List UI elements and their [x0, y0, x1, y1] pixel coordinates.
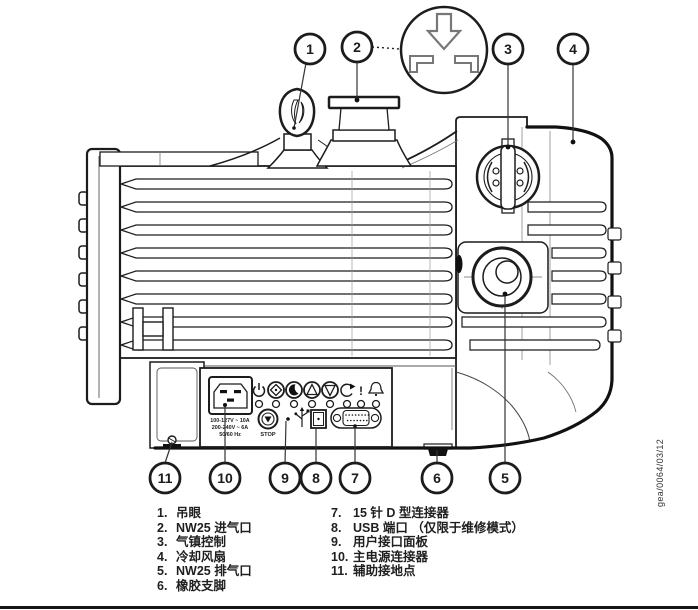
callout-7: 7	[338, 461, 372, 495]
mains-rating-line1: 100-127V ~ 10A	[210, 418, 250, 424]
legend-item-11: 11. 辅助接地点	[331, 564, 416, 579]
gas-ballast-control	[475, 138, 541, 214]
legend-item-3: 3. 气镇控制	[157, 535, 227, 550]
callout-3: 3	[491, 32, 525, 66]
mains-rating-line3: 50/60 Hz	[219, 432, 241, 438]
power-icon	[252, 383, 266, 397]
alarm-bell-icon	[367, 381, 385, 397]
svg-text:3: 3	[504, 41, 512, 57]
legend-item-2: 2. NW25 进气口	[157, 520, 252, 535]
callout-2: 2	[340, 30, 374, 64]
rubber-foot	[423, 443, 453, 456]
led-indicators	[254, 399, 381, 409]
callout-4: 4	[556, 32, 590, 66]
callout-1: 1	[293, 32, 327, 66]
callout-8: 8	[299, 461, 333, 495]
usb-symbol-icon	[294, 407, 310, 427]
mount-bracket	[132, 307, 174, 351]
down-button-icon	[321, 381, 339, 399]
panel-marker-dot	[286, 417, 290, 421]
cycle-icon	[340, 383, 356, 397]
legend-left-column: 1. 吊眼 2. NW25 进气口 3. 气镇控制 4. 冷却风扇 5. NW2…	[157, 506, 252, 594]
detail-inset	[371, 5, 489, 95]
legend-right-column: 7. 15 针 D 型连接器 8. USB 端口 （仅限于维修模式） 9. 用户…	[331, 506, 524, 579]
svg-text:1: 1	[306, 41, 314, 57]
pump-base	[149, 361, 614, 456]
legend-item-7: 7. 15 针 D 型连接器	[331, 506, 449, 520]
callout-11: 11	[148, 461, 182, 495]
legend-item-9: 9. 用户接口面板	[331, 535, 429, 550]
legend-item-6: 6. 橡胶支脚	[157, 578, 227, 593]
page-bottom-rule	[0, 606, 698, 609]
mains-connector: 100-127V ~ 10A 200-240V ~ 6A 50/60 Hz	[208, 376, 253, 438]
connector-panel: 100-127V ~ 10A 200-240V ~ 6A 50/60 Hz	[199, 367, 453, 448]
left-position-bracket-icon	[409, 55, 434, 73]
leader-lines	[164, 62, 576, 464]
legend-item-5: 5. NW25 排气口	[157, 564, 252, 579]
svg-text:4: 4	[569, 41, 577, 57]
svg-text:11: 11	[158, 470, 173, 486]
fan-housing-fins	[461, 201, 622, 351]
warning-icon: !	[359, 384, 363, 398]
standby-button-icon	[285, 381, 303, 399]
cooling-fins	[118, 178, 453, 351]
exhaust-port	[455, 241, 549, 314]
svg-text:7: 7	[351, 470, 359, 486]
stop-label: STOP	[260, 432, 275, 438]
legend-item-1: 1. 吊眼	[157, 506, 202, 520]
legend-item-4: 4. 冷却风扇	[157, 549, 227, 564]
svg-text:5: 5	[501, 470, 509, 486]
svg-text:6: 6	[433, 470, 441, 486]
callout-6: 6	[420, 461, 454, 495]
svg-text:9: 9	[281, 470, 289, 486]
d-sub-connector	[330, 407, 382, 429]
usb-port	[310, 409, 327, 429]
callout-5: 5	[488, 461, 522, 495]
inlet-port	[315, 95, 413, 167]
svg-text:8: 8	[312, 470, 320, 486]
callout-9: 9	[268, 461, 302, 495]
up-button-icon	[303, 381, 321, 399]
stop-button: STOP	[257, 408, 279, 438]
right-position-bracket-icon	[454, 55, 479, 73]
callout-10: 10	[208, 461, 242, 495]
legend-item-10: 10. 主电源连接器	[331, 549, 429, 564]
user-interface-panel: !	[252, 381, 385, 409]
figure-reference-code: gea/0064/03/12	[655, 438, 665, 508]
left-end-plate	[78, 147, 259, 406]
lifting-eye	[266, 87, 329, 169]
down-arrow-icon	[425, 12, 463, 51]
svg-text:10: 10	[217, 470, 233, 486]
mains-rating-line2: 200-240V ~ 6A	[212, 425, 249, 431]
earth-screw	[163, 435, 181, 448]
start-button-icon	[267, 381, 285, 399]
pump-body	[118, 165, 457, 359]
svg-text:2: 2	[353, 39, 361, 55]
legend-item-8: 8. USB 端口 （仅限于维修模式）	[331, 520, 524, 535]
